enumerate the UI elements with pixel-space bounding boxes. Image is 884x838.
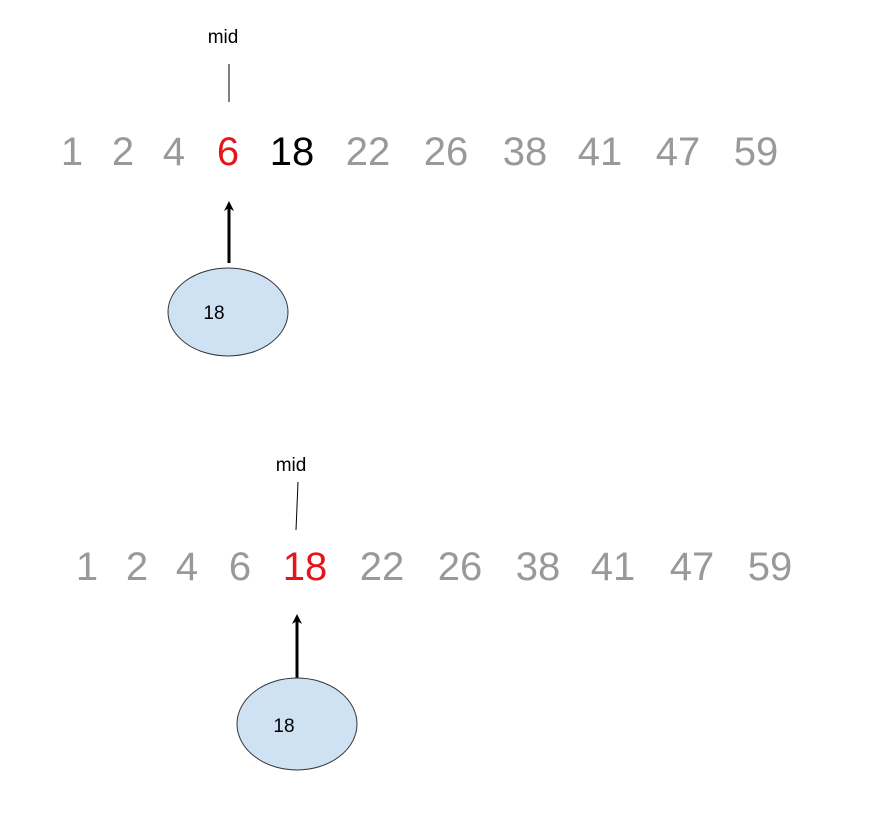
array-element: 22 xyxy=(346,130,391,174)
array-element: 2 xyxy=(112,130,134,174)
array-element-target: 18 xyxy=(270,130,315,174)
array-element: 47 xyxy=(670,545,715,589)
array-element: 22 xyxy=(360,545,405,589)
array-element: 26 xyxy=(424,130,469,174)
array-element: 4 xyxy=(176,545,198,589)
array-element: 41 xyxy=(591,545,636,589)
array-element: 1 xyxy=(76,545,98,589)
array-element: 38 xyxy=(503,130,548,174)
array-element: 59 xyxy=(748,545,793,589)
mid-pointer-line xyxy=(295,481,299,531)
array-element-mid: 6 xyxy=(217,130,239,174)
array-element: 6 xyxy=(229,545,251,589)
search-value-node xyxy=(167,267,289,357)
array-element: 38 xyxy=(516,545,561,589)
array-element: 2 xyxy=(126,545,148,589)
mid-label: mid xyxy=(276,455,307,476)
search-value-node xyxy=(236,677,358,771)
array-element: 4 xyxy=(163,130,185,174)
array-element: 1 xyxy=(61,130,83,174)
array-element: 47 xyxy=(656,130,701,174)
mid-label: mid xyxy=(208,27,239,48)
array-element: 41 xyxy=(578,130,623,174)
search-value-text: 18 xyxy=(203,303,224,324)
array-element-mid: 18 xyxy=(283,545,328,589)
array-element: 59 xyxy=(734,130,779,174)
array-element: 26 xyxy=(438,545,483,589)
search-value-text: 18 xyxy=(273,716,294,737)
